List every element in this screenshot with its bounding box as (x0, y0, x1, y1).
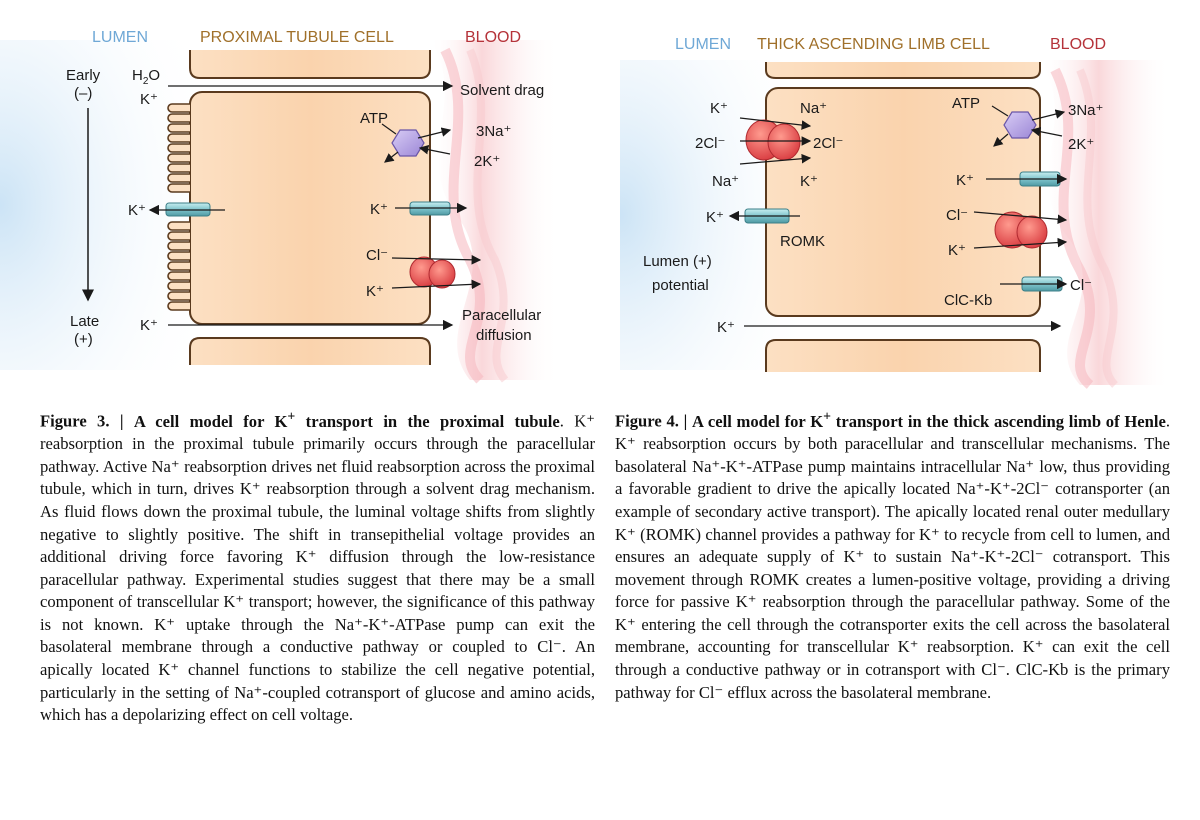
label-water: H2O (132, 67, 160, 87)
label-3na: 3Na⁺ (1068, 102, 1103, 119)
label-atp: ATP (952, 95, 980, 112)
figure-3-caption: Figure 3. | A cell model for K+ transpor… (40, 405, 595, 727)
kcl-cotransporter (409, 256, 456, 289)
na-k-atpase-pump (391, 129, 425, 157)
label-k-cotrans: K⁺ (366, 283, 384, 300)
caption-4-separator: | (683, 411, 688, 431)
kcl-cotransporter (994, 211, 1048, 249)
label-early-sign: (–) (74, 85, 92, 102)
header-lumen: LUMEN (92, 29, 148, 46)
pump-na-arrow (417, 127, 452, 139)
nkcc-k-arrow (739, 153, 812, 165)
label-cl-out: Cl⁻ (1070, 277, 1092, 294)
figure-4-diagram: LUMEN THICK ASCENDING LIMB CELL BLOOD K⁺… (600, 0, 1200, 390)
label-clc-kb: ClC-Kb (944, 292, 992, 309)
label-na-out: Na⁺ (800, 100, 827, 117)
brush-border (167, 103, 190, 311)
header-cell: PROXIMAL TUBULE CELL (200, 29, 394, 46)
pump-k-arrow (1030, 126, 1063, 137)
pump-na-arrow (1031, 109, 1066, 121)
label-early: Early (66, 67, 101, 84)
neighbor-cell-top (765, 62, 1041, 79)
label-k-baso: K⁺ (956, 172, 974, 189)
label-3na: 3Na⁺ (476, 123, 511, 140)
label-cl: Cl⁻ (366, 247, 388, 264)
label-potential: potential (652, 277, 709, 294)
nkcc-na-arrow (739, 117, 812, 130)
label-late: Late (70, 313, 99, 330)
label-romk: ROMK (780, 233, 825, 250)
label-k-top: K⁺ (140, 91, 158, 108)
label-k-out: K⁺ (800, 173, 818, 190)
cotransport-cl-arrow (973, 211, 1068, 225)
label-2k: 2K⁺ (1068, 136, 1094, 153)
label-na-in: Na⁺ (712, 173, 739, 190)
proximal-tubule-cell (189, 91, 431, 325)
label-2cl-out: 2Cl⁻ (813, 135, 843, 152)
label-k-in: K⁺ (710, 100, 728, 117)
label-2cl-in: 2Cl⁻ (695, 135, 725, 152)
pump-k-arrow (418, 144, 451, 155)
caption-3-body: . K⁺ reabsorption in the proximal tubule… (40, 411, 595, 725)
label-k-romk: K⁺ (706, 209, 724, 226)
nkcc2-cotransporter (745, 119, 801, 161)
label-lumen-potential: Lumen (+) (643, 253, 712, 270)
label-k-baso: K⁺ (370, 201, 388, 218)
figure-4-svg: LUMEN THICK ASCENDING LIMB CELL BLOOD K⁺… (620, 36, 1170, 389)
label-cl-cot: Cl⁻ (946, 207, 968, 224)
neighbor-cell-top (189, 50, 431, 79)
label-2k: 2K⁺ (474, 153, 500, 170)
label-k-apical: K⁺ (128, 202, 146, 219)
caption-4-heading: A cell model for K+ transport in the thi… (692, 408, 1166, 431)
header-lumen: LUMEN (675, 36, 731, 53)
label-paracellular: Paracellular (462, 307, 541, 324)
header-cell: THICK ASCENDING LIMB CELL (757, 36, 990, 53)
label-solvent-drag: Solvent drag (460, 82, 544, 99)
cotransport-k-arrow (973, 237, 1068, 249)
caption-4-body: . K⁺ reabsorption occurs by both paracel… (615, 411, 1170, 702)
cotransport-cl-arrow (391, 255, 482, 265)
label-k-bottom: K⁺ (717, 319, 735, 336)
na-k-atpase-pump (1003, 111, 1037, 139)
label-atp: ATP (360, 110, 388, 127)
thick-ascending-limb-cell (765, 87, 1041, 317)
caption-4-label: Figure 4. (615, 411, 679, 431)
figure-3-svg: LUMEN PROXIMAL TUBULE CELL BLOOD Early (… (0, 29, 560, 384)
label-diffusion: diffusion (476, 327, 532, 344)
label-k-cot: K⁺ (948, 242, 966, 259)
cotransport-k-arrow (391, 279, 482, 290)
header-blood: BLOOD (465, 29, 521, 46)
neighbor-cell-bottom (765, 339, 1041, 372)
neighbor-cell-bottom (189, 337, 431, 365)
label-late-sign: (+) (74, 331, 93, 348)
caption-3-heading: A cell model for K+ transport in the pro… (133, 408, 560, 431)
figure-3-diagram: LUMEN PROXIMAL TUBULE CELL BLOOD Early (… (0, 0, 600, 390)
label-k-bottom: K⁺ (140, 317, 158, 334)
caption-3-separator: | (119, 411, 124, 431)
header-blood: BLOOD (1050, 36, 1106, 53)
figure-4-caption: Figure 4. | A cell model for K+ transpor… (615, 405, 1170, 704)
caption-3-label: Figure 3. (40, 411, 110, 431)
